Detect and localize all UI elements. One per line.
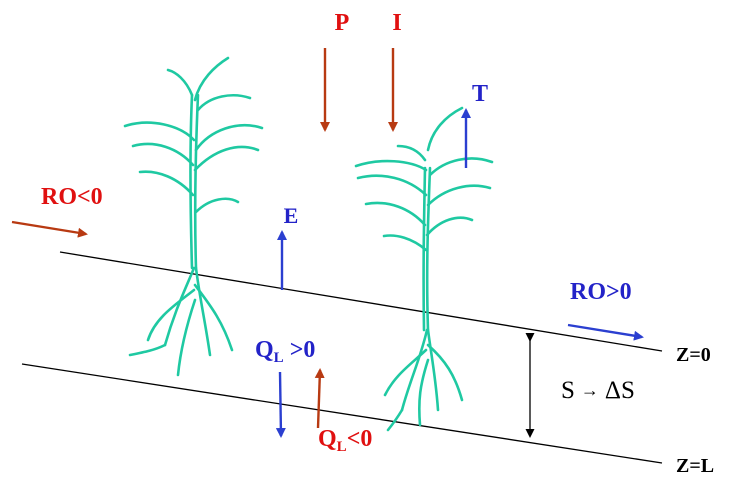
storage-change: ΔS [605,377,635,404]
lateral-flow-neg-sub: L [337,439,347,455]
soil-surface-line [59,251,663,352]
runoff-in-arrow [11,220,88,238]
lateral-flow-neg-arrow [314,368,325,429]
precipitation-label: P [335,10,350,36]
runoff-in-label: RO<0 [41,184,103,210]
irrigation-label: I [392,10,401,36]
lateral-flow-pos-arrow [275,371,286,438]
lateral-flow-neg-label: QL<0 [318,426,372,455]
plant-left-icon [123,56,264,377]
bottom-level-label: Z=L [676,455,714,477]
soil-bottom-line [21,363,663,464]
lateral-flow-pos-label: QL >0 [255,337,315,366]
lateral-flow-pos-tail: >0 [284,337,316,363]
lateral-flow-neg-tail: <0 [347,426,373,452]
evaporation-label: E [284,203,299,228]
surface-level-label: Z=0 [676,344,711,366]
storage-main: S [561,377,575,404]
storage-label: S → ΔS [561,377,635,404]
transpiration-label: T [472,81,488,107]
storage-arrow-glyph: → [581,380,599,400]
runoff-out-arrow [567,323,644,341]
runoff-out-label: RO>0 [570,279,632,305]
lateral-flow-pos-sub: L [274,350,284,366]
lateral-flow-neg-main: Q [318,426,337,452]
plant-right-icon [354,106,494,432]
lateral-flow-pos-main: Q [255,337,274,363]
